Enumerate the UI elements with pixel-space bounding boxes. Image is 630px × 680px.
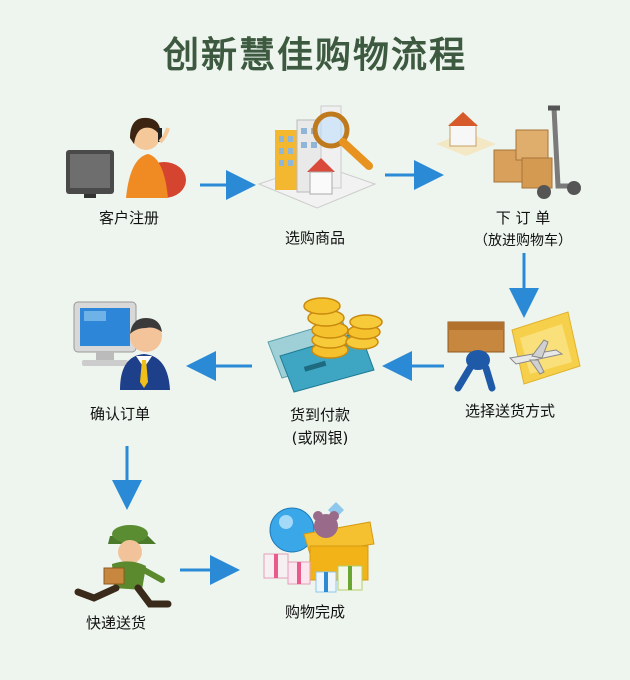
step-label: 客户注册 xyxy=(98,209,159,227)
running-courier-icon xyxy=(74,525,172,608)
step-label: 下 订 单 （放进购物车） xyxy=(458,207,588,250)
coins-cards-icon xyxy=(267,297,383,393)
gift-boxes-icon xyxy=(263,502,375,593)
step-label: 确认订单 xyxy=(89,405,150,423)
step-label: 购物完成 xyxy=(284,603,345,621)
step-label: 货到付款 (或网银) xyxy=(270,404,370,448)
page-title: 创新慧佳购物流程 xyxy=(162,35,467,76)
step-label: 选购商品 xyxy=(284,229,345,247)
step-subtitle: （放进购物车） xyxy=(474,233,572,249)
buildings-magnifier-icon xyxy=(257,105,377,209)
step-title: 下 订 单 xyxy=(495,209,551,227)
hand-truck-boxes-icon xyxy=(436,105,581,199)
courier-plane-icon xyxy=(447,311,581,392)
man-at-monitor-icon xyxy=(73,301,170,390)
customer-at-computer-icon xyxy=(66,117,186,198)
step-label: 快递送货 xyxy=(85,614,146,632)
step-title: 货到付款 xyxy=(289,406,350,424)
step-subtitle: (或网银) xyxy=(291,429,349,447)
step-label: 选择送货方式 xyxy=(464,402,555,420)
